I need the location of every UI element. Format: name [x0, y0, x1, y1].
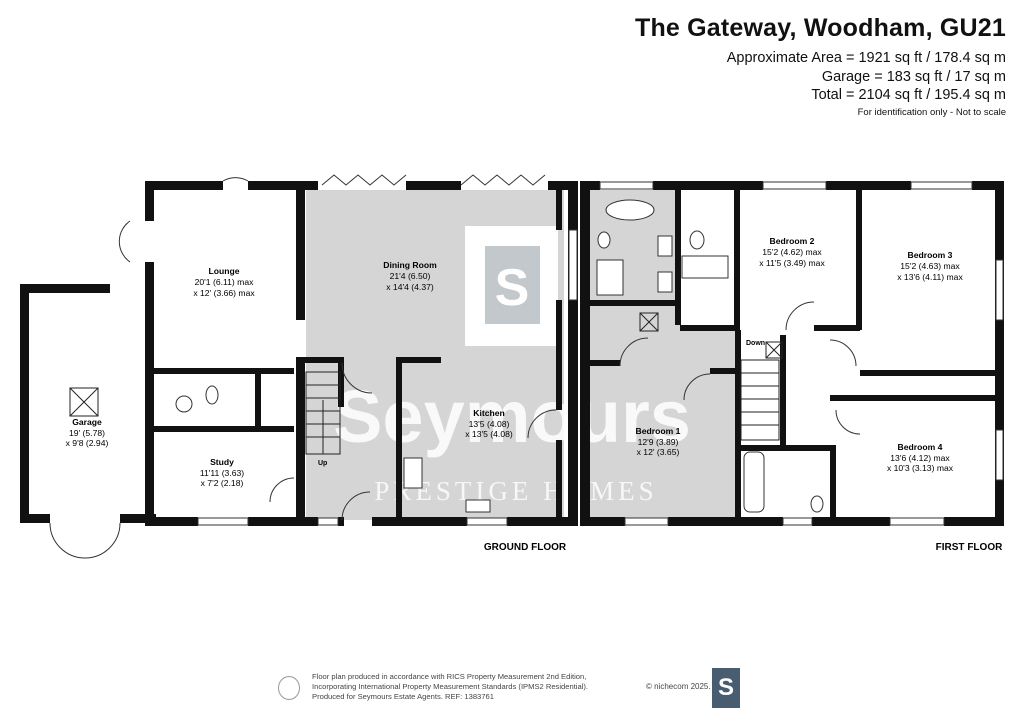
- stairs-ground: [305, 371, 341, 455]
- bedroom4-name: Bedroom 4: [898, 442, 943, 452]
- stairs-first: [740, 341, 783, 441]
- bifold-doors: [321, 174, 546, 186]
- footer-line-2: Incorporating International Property Mea…: [312, 682, 589, 691]
- ground-floor-label: GROUND FLOOR: [484, 542, 567, 553]
- stairs-down-label: Down: [746, 340, 765, 347]
- walls-ground: [20, 181, 578, 526]
- dining-name: Dining Room: [383, 260, 437, 270]
- garage-dim2: x 9'8 (2.94): [66, 438, 109, 448]
- first-floor-label: FIRST FLOOR: [936, 542, 1003, 553]
- brand-logo: S: [712, 668, 740, 708]
- garage-area-line: Garage = 183 sq ft / 17 sq m: [821, 69, 1006, 85]
- watermark: S Seymours PRESTIGE HOMES: [333, 226, 691, 506]
- disclaimer-note: For identification only - Not to scale: [857, 107, 1006, 118]
- bedroom1-dim1: 12'9 (3.89): [638, 437, 679, 447]
- lounge-dim2: x 12' (3.66) max: [193, 288, 255, 298]
- toilet-icon: [597, 231, 611, 249]
- dining-dim1: 21'4 (6.50): [390, 271, 431, 281]
- stairs-up-label: Up: [318, 460, 327, 467]
- garage-dim1: 19' (5.78): [69, 428, 105, 438]
- dining-dim2: x 14'4 (4.37): [386, 282, 434, 292]
- kitchen-dim2: x 13'5 (4.08): [465, 429, 513, 439]
- bath-icon: [743, 451, 765, 513]
- page-title: The Gateway, Woodham, GU21: [634, 14, 1006, 42]
- lounge-name: Lounge: [208, 266, 239, 276]
- sink-icon: [465, 499, 491, 513]
- bedroom3-dim2: x 13'6 (4.11) max: [897, 272, 963, 282]
- walls-first: [580, 181, 1004, 526]
- toilet-icon: [689, 230, 705, 250]
- shower-icon: [596, 259, 624, 296]
- watermark-brand: Seymours: [333, 375, 691, 458]
- garage-name: Garage: [72, 417, 102, 427]
- room-labels: Garage 19' (5.78) x 9'8 (2.94) Lounge 20…: [66, 236, 964, 488]
- bedroom2-dim1: 15'2 (4.62) max: [762, 247, 822, 257]
- bedroom3-name: Bedroom 3: [908, 250, 953, 260]
- fixtures: [175, 199, 824, 513]
- rics-badge-icon: [278, 676, 300, 700]
- bath-icon: [605, 199, 655, 221]
- watermark-logo-letter: S: [495, 259, 530, 317]
- bedroom2-dim2: x 11'5 (3.49) max: [759, 258, 825, 268]
- hob-icon: [403, 457, 423, 489]
- bedroom1-dim2: x 12' (3.65): [637, 447, 680, 457]
- shower-icon: [681, 255, 729, 279]
- area-line: Approximate Area = 1921 sq ft / 178.4 sq…: [726, 50, 1006, 66]
- copyright: © nichecom 2025.: [646, 682, 711, 691]
- footer-line-1: Floor plan produced in accordance with R…: [312, 672, 587, 681]
- study-dim1: 11'11 (3.63): [200, 468, 244, 478]
- sink-icon: [175, 395, 193, 413]
- skylight-icon: [639, 312, 659, 332]
- study-dim2: x 7'2 (2.18): [201, 478, 244, 488]
- toilet-icon: [205, 385, 219, 405]
- skylight-icon: [69, 387, 99, 417]
- study-name: Study: [210, 457, 234, 467]
- sink-icon: [657, 235, 673, 257]
- bedroom3-dim1: 15'2 (4.63) max: [900, 261, 960, 271]
- lounge-dim1: 20'1 (6.11) max: [195, 277, 255, 287]
- door-swings: [49, 177, 861, 559]
- kitchen-name: Kitchen: [473, 408, 505, 418]
- footer-line-3: Produced for Seymours Estate Agents. REF…: [312, 692, 494, 701]
- bedroom2-name: Bedroom 2: [770, 236, 815, 246]
- windows: [197, 181, 1004, 526]
- kitchen-dim1: 13'5 (4.08): [469, 419, 510, 429]
- toilet-icon: [810, 495, 824, 513]
- bedroom4-dim1: 13'6 (4.12) max: [890, 453, 950, 463]
- total-area-line: Total = 2104 sq ft / 195.4 sq m: [811, 87, 1006, 103]
- bedroom4-dim2: x 10'3 (3.13) max: [887, 463, 954, 473]
- footer-text: Floor plan produced in accordance with R…: [312, 672, 588, 702]
- bedroom1-name: Bedroom 1: [636, 426, 681, 436]
- sink-icon: [657, 271, 673, 293]
